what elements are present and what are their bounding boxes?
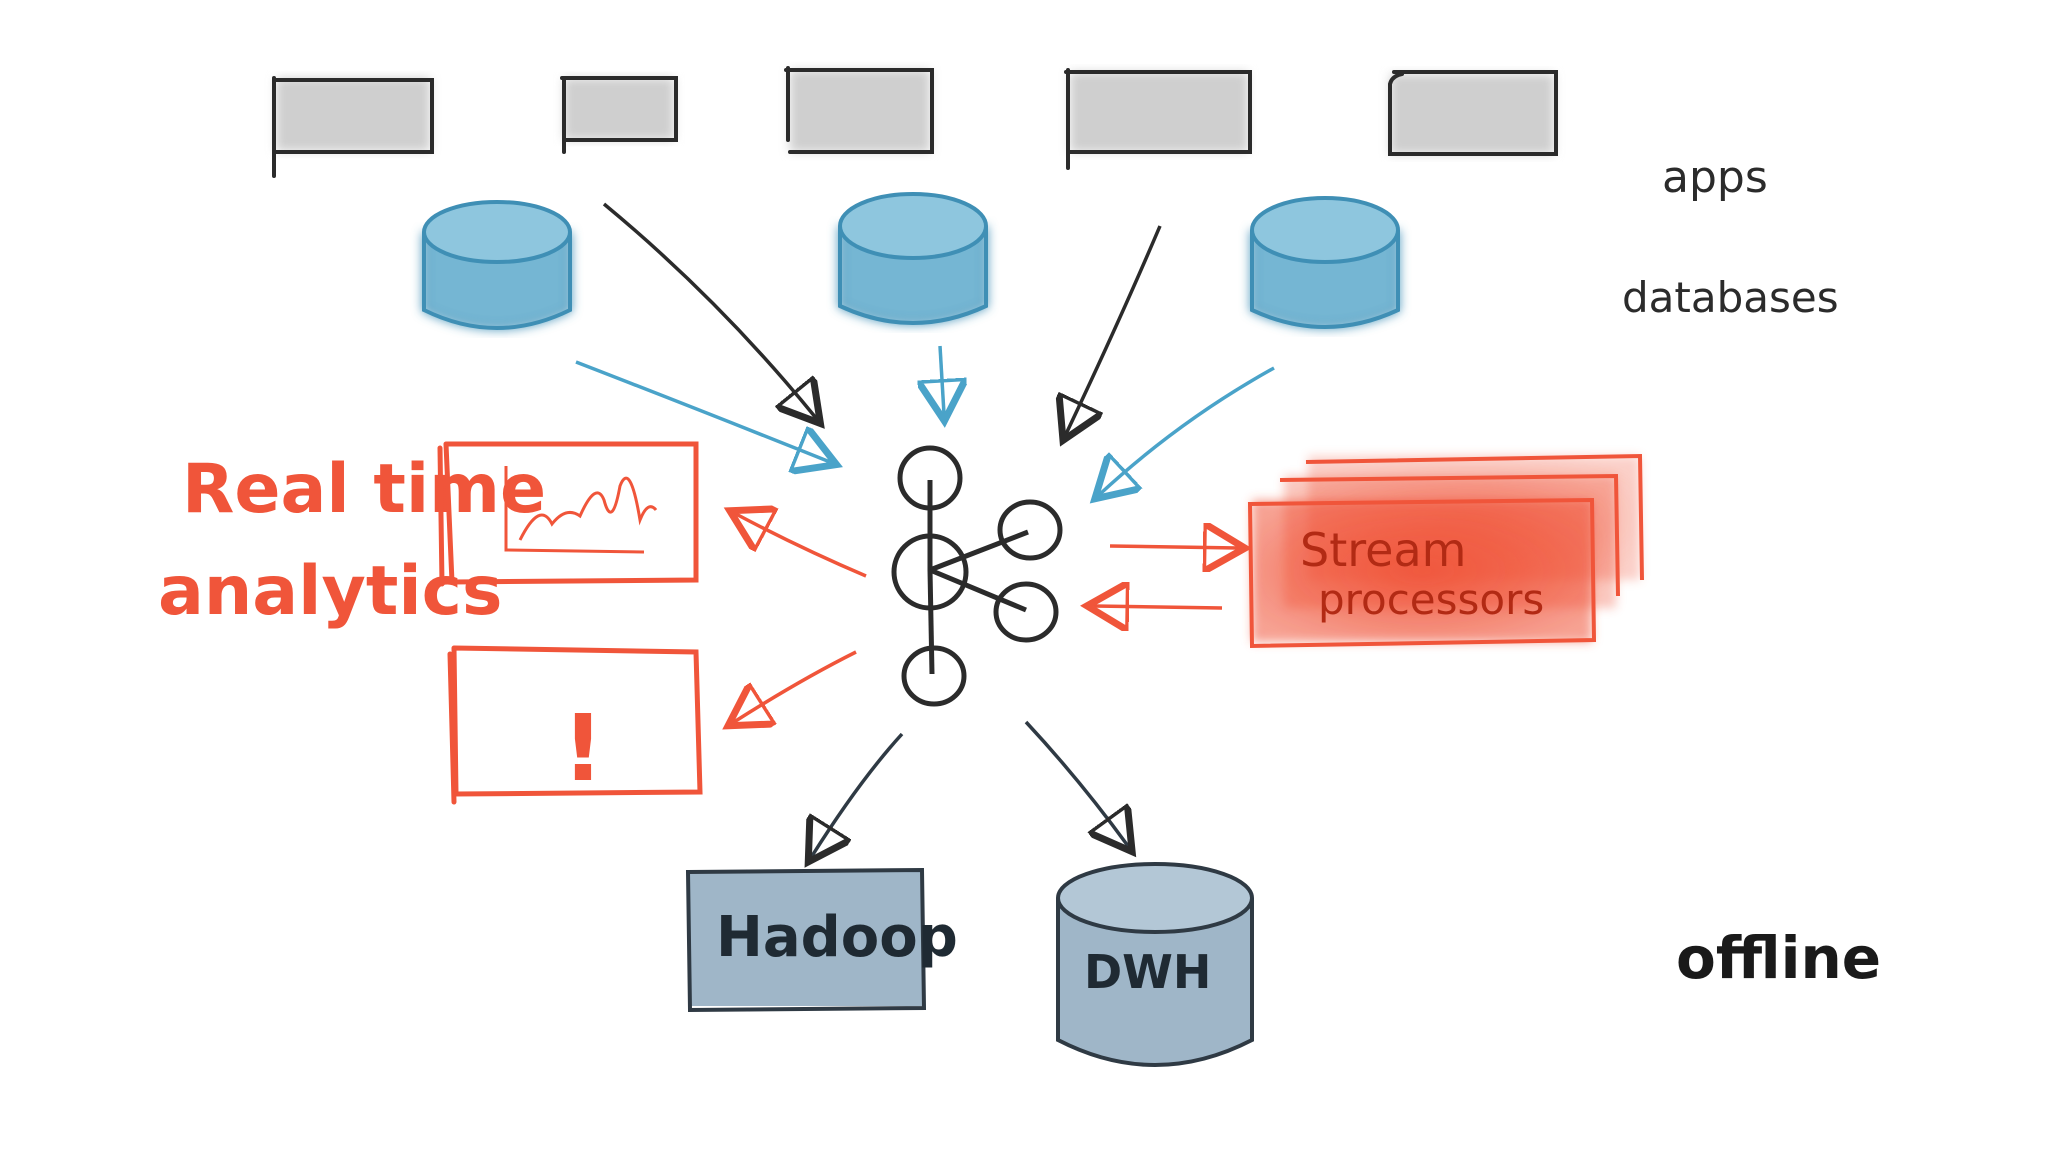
databases-row <box>422 192 1400 330</box>
app-box <box>784 66 934 154</box>
realtime-label-line2: analytics <box>158 552 502 631</box>
db-to-hub-arrow <box>940 345 944 414</box>
hub-edge <box>929 567 1027 613</box>
alert-panel: ! <box>447 645 703 805</box>
hub-node <box>993 581 1059 643</box>
database-cylinder <box>838 192 988 325</box>
hub-to-dwh-arrow <box>1024 720 1128 846</box>
dashboard-chart-panel <box>437 441 699 587</box>
database-cylinder <box>422 200 572 330</box>
hub-edge <box>929 529 1029 573</box>
app-to-hub-arrow <box>602 202 816 418</box>
app-box <box>560 76 678 154</box>
hub-to-chart-arrow <box>736 514 867 578</box>
hub-node <box>891 533 969 611</box>
apps-label: apps <box>1662 152 1768 203</box>
stream-card-front <box>1247 497 1597 649</box>
dwh-label: DWH <box>1084 945 1211 999</box>
app-box <box>1064 68 1252 170</box>
inbound-arrows <box>575 202 1275 494</box>
alert-exclamation: ! <box>562 695 604 802</box>
offline-group: Hadoop DWH offline <box>685 720 1881 1067</box>
message-hub <box>891 445 1063 707</box>
db-to-hub-arrow <box>575 360 830 462</box>
stream-to-hub-arrow <box>1094 606 1223 608</box>
hub-node <box>897 445 963 511</box>
app-box <box>272 76 434 178</box>
stream-processors-group: Stream processors <box>1094 453 1644 649</box>
realtime-analytics-group: Real time analytics ! <box>158 441 867 805</box>
hub-to-hadoop-arrow <box>812 732 904 856</box>
stream-label-line1: Stream <box>1300 523 1466 577</box>
stream-label-line2: processors <box>1318 575 1544 624</box>
hadoop-label: Hadoop <box>716 905 958 970</box>
database-cylinder <box>1250 196 1400 329</box>
hadoop-box: Hadoop <box>685 867 958 1013</box>
hub-node <box>901 645 967 707</box>
databases-label: databases <box>1622 273 1839 322</box>
dwh-cylinder: DWH <box>1056 862 1254 1067</box>
hub-edge <box>927 569 935 675</box>
apps-row <box>272 66 1558 178</box>
hub-to-alert-arrow <box>734 650 857 722</box>
hub-to-stream-arrow <box>1109 546 1238 548</box>
db-to-hub-arrow <box>1100 366 1275 494</box>
realtime-label-line1: Real time <box>182 450 546 529</box>
offline-label: offline <box>1676 924 1881 992</box>
app-to-hub-arrow <box>1066 225 1162 434</box>
app-box <box>1388 70 1558 156</box>
hub-node <box>997 499 1063 561</box>
